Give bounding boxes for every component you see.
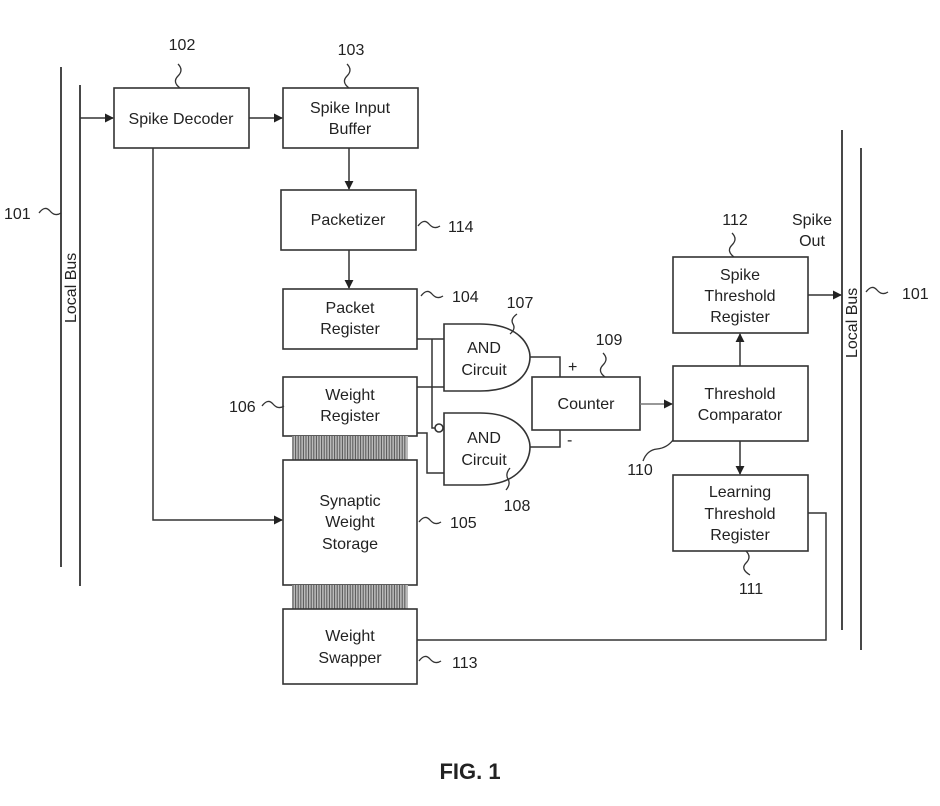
spike-threshold-register-label-line1: Spike [720,267,760,284]
and-circuit-1-gate: AND Circuit 107 [443,295,534,392]
packetizer-ref-leader [417,220,441,229]
left-bus-label: Local Bus [63,253,80,323]
storage-swapper-bus [292,585,408,609]
weight-swapper-ref: 113 [452,655,478,672]
weight-register-ref-leader [261,400,285,409]
spike-threshold-register-label-line2: Threshold [704,288,775,305]
packet-register-ref: 104 [452,289,479,306]
and-circuit-1-ref: 107 [507,295,534,312]
packetizer-ref: 114 [448,219,474,236]
synaptic-weight-storage-label-line1: Synaptic [319,493,380,510]
weight-register-to-and2 [417,432,444,474]
weight-swapper-block: Weight Swapper 113 [282,608,478,685]
left-bus-ref: 101 [4,206,31,223]
and2-to-counter-minus [530,430,561,448]
spike-input-buffer-label-line2: Buffer [329,121,372,138]
and-circuit-2-gate: AND Circuit 108 [434,412,531,515]
learning-threshold-register-label-line3: Register [710,527,770,544]
counter-minus-label: - [567,432,572,449]
and-circuit-2-ref: 108 [504,498,531,515]
right-bus-ref-leader [865,286,889,295]
synaptic-weight-storage-label-line2: Weight [325,514,375,531]
decoder-to-storage-arrow [152,148,283,525]
spike-input-buffer-ref-leader [343,63,351,89]
packetizer-block: Packetizer 114 [280,189,474,251]
weight-register-block: Weight Register 106 [229,376,418,437]
right-bus-ref: 101 [902,286,929,303]
spike-threshold-register-ref: 112 [722,212,748,229]
synaptic-weight-storage-ref-leader [418,516,442,525]
spike-out-label-line1: Spike [792,212,832,229]
and-circuit-2-label-line1: AND [467,430,501,447]
connections [80,113,842,641]
synaptic-weight-storage-ref: 105 [450,515,477,532]
counter-ref-leader [599,352,607,378]
threshold-comparator-label-line1: Threshold [704,386,775,403]
spike-input-buffer-ref: 103 [338,42,365,59]
weight-swapper-label-line1: Weight [325,628,375,645]
learning-threshold-register-block: Learning Threshold Register 111 [672,474,809,598]
and-circuit-1-label-line1: AND [467,340,501,357]
spike-threshold-register-block: Spike Threshold Register 112 [672,212,809,334]
learning-threshold-register-ref-leader [743,550,751,576]
right-local-bus: Local Bus 101 [841,130,929,650]
learning-register-to-swapper-feedback [417,512,827,641]
threshold-comparator-block: Threshold Comparator 110 [627,365,809,479]
spike-threshold-register-label-line3: Register [710,309,770,326]
counter-plus-label: + [568,359,577,376]
spike-decoder-label: Spike Decoder [129,111,235,128]
and1-to-counter-plus [530,356,561,377]
spike-decoder-ref-leader [174,63,182,89]
inverter-bubble-icon [434,423,444,433]
left-local-bus: Local Bus 101 [4,67,81,586]
spike-out-label-line2: Out [799,233,825,250]
spike-input-buffer-block: Spike Input Buffer 103 [282,42,419,149]
threshold-comparator-ref-leader [642,439,674,462]
learning-threshold-register-ref: 111 [739,581,763,598]
spike-decoder-ref: 102 [169,37,196,54]
weight-register-ref: 106 [229,399,256,416]
packet-register-block: Packet Register 104 [282,288,479,350]
threshold-comparator-label-line2: Comparator [698,407,783,424]
weight-register-label-line2: Register [320,408,380,425]
counter-ref: 109 [596,332,623,349]
weight-swapper-ref-leader [418,655,442,664]
packet-register-ref-leader [420,290,444,299]
packet-register-label-line2: Register [320,321,380,338]
weight-swapper-label-line2: Swapper [318,650,382,667]
packet-register-label-line1: Packet [326,300,375,317]
learning-threshold-register-label-line1: Learning [709,484,771,501]
counter-label: Counter [558,396,616,413]
weight-register-label-line1: Weight [325,387,375,404]
spike-decoder-block: Spike Decoder 102 [113,37,250,149]
right-bus-label: Local Bus [844,288,861,358]
spike-input-buffer-label-line1: Spike Input [310,100,391,117]
counter-block: Counter 109 + - [531,332,641,449]
weight-register-storage-bus [292,436,408,460]
and-circuit-1-label-line2: Circuit [461,362,507,379]
and-circuit-1-ref-leader [509,313,518,335]
synaptic-weight-storage-label-line3: Storage [322,536,378,553]
threshold-comparator-ref: 110 [627,462,653,479]
synaptic-weight-storage-block: Synaptic Weight Storage 105 [282,459,477,586]
spike-threshold-register-ref-leader [728,232,736,258]
and-circuit-2-ref-leader [505,467,511,491]
packetizer-label: Packetizer [311,212,386,229]
learning-threshold-register-label-line2: Threshold [704,506,775,523]
packet-register-to-and2-inverted [431,339,435,429]
figure-caption: FIG. 1 [439,759,500,784]
left-bus-ref-leader [38,207,62,216]
and-circuit-2-label-line2: Circuit [461,452,507,469]
